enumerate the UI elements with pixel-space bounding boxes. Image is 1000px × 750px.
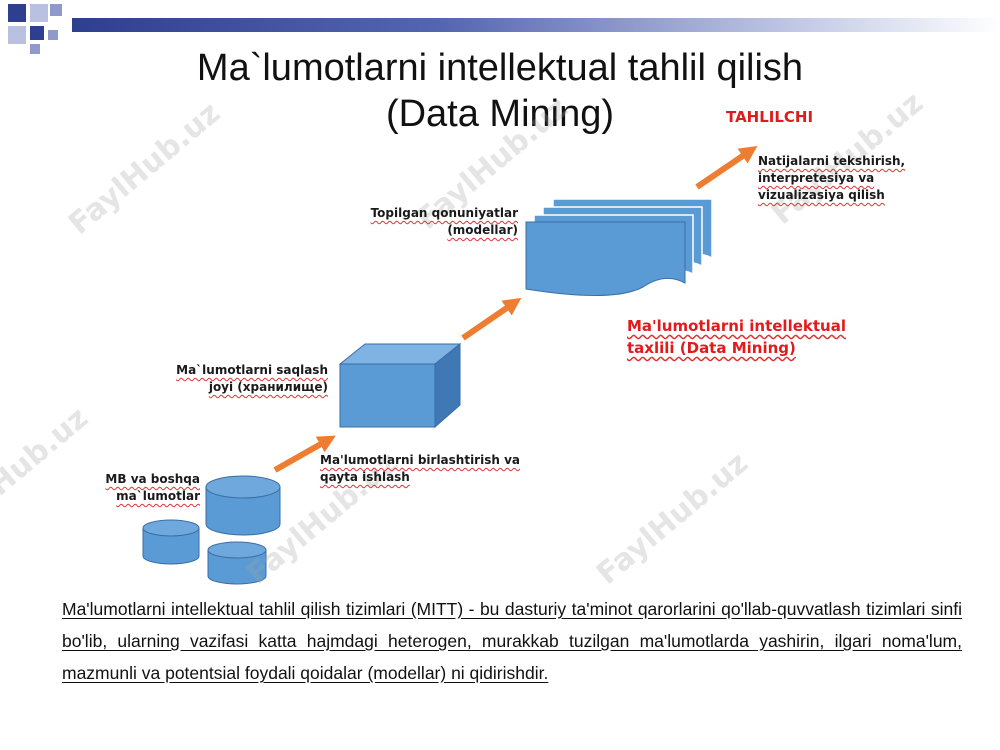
database-cylinder-icon — [205, 475, 281, 536]
storage-cube-icon — [338, 342, 462, 429]
data-mining-label: Ma'lumotlarni intellektual taxlili (Data… — [627, 317, 846, 357]
source-data-label: MB va boshqa ma`lumotlar — [105, 472, 200, 503]
interpretation-label: Natijalarni tekshirish, interpretesiya v… — [758, 154, 906, 202]
arrow-icon — [273, 435, 336, 473]
description-paragraph: Ma'lumotlarni intellektual tahlil qilish… — [62, 599, 962, 683]
database-cylinder-icon — [142, 519, 200, 565]
title-line-2: (Data Mining) — [385, 93, 615, 135]
document-stack-icon — [525, 198, 713, 297]
database-cylinder-icon — [207, 541, 267, 585]
arrow-icon — [461, 297, 522, 341]
analyst-label: TAHLILCHI — [726, 108, 814, 126]
storage-label: Ma`lumotlarni saqlash joyi (хранилище) — [176, 363, 328, 394]
corner-squares-decoration — [8, 4, 62, 54]
arrow-icon — [695, 145, 758, 190]
models-label: Topilgan qonuniyatlar (modellar) — [370, 206, 518, 237]
page-title: Ma`lumotlarni intellektual tahlil qilish… — [0, 45, 1000, 137]
title-gradient-bar — [72, 18, 1000, 32]
title-line-1: Ma`lumotlarni intellektual tahlil qilish — [196, 47, 804, 89]
integration-label: Ma'lumotlarni birlashtirish va qayta ish… — [320, 453, 520, 484]
